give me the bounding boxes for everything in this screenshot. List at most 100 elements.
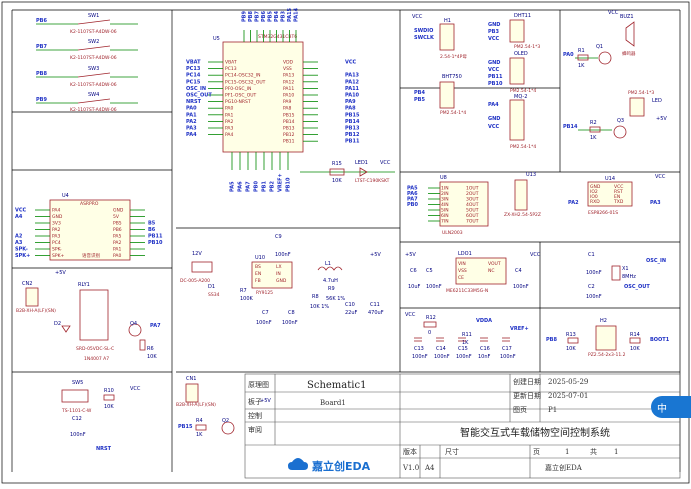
header-mq2[interactable]: MQ-2 PA4 GND VCC PM2.54-1*4 (488, 94, 536, 150)
mcu-net: PA9 (345, 99, 356, 105)
boot-header[interactable]: PB8 R13 10K H2 PZ2.54-2x3-11.2 R14 10K B… (546, 318, 670, 358)
vref-cap-val: 100nF (500, 354, 516, 360)
c10-ref: C10 (345, 302, 355, 308)
bh-part: PM2.54-1*4 (440, 110, 466, 116)
switch-ref: SW3 (88, 66, 99, 72)
xtal-val: 8MHz (622, 274, 636, 280)
asrpro-pin-name: PA4 (52, 208, 61, 214)
buck-name: RY9125 (256, 290, 273, 296)
esp-pin-name: GND (590, 184, 601, 190)
switch-sw3[interactable]: PB8 SW3 K2-1107ST-A4DW-06 (36, 66, 138, 88)
oled-ref: OLED (514, 51, 528, 57)
tb-schematic-value: Schematic1 (307, 380, 366, 391)
ldo-vout: VCC (530, 252, 541, 258)
mq2-net-pa4: PA4 (488, 102, 499, 108)
relay-conn-part: B2B-XH-A(LF)(SN) (16, 308, 56, 314)
mcu-pin-name: PC15-OSC32_OUT (225, 79, 266, 85)
speaker-icon (625, 21, 635, 47)
led-driver-r-ref: R2 (590, 120, 597, 126)
mcu-pin-name: PA10 (283, 93, 294, 99)
mcu-pin-name: PC13 (225, 66, 237, 72)
mcu-net: VBAT (186, 60, 201, 66)
header-dht11[interactable]: DHT11 GND PB3 VCC PM2.54-1*3 (488, 13, 540, 50)
mcu-net: PA4 (186, 132, 197, 138)
oled-net-vcc: VCC (488, 67, 500, 73)
relay-circuit[interactable]: +5V CN2 B2B-XH-A(LF)(SN) RLY1 SRD-05VDC-… (16, 270, 161, 362)
asrpro-module[interactable]: U4 ASRPRO 语音识别 PA4VCCGNDA43V3PA2PA3A2PC4… (15, 193, 163, 261)
header-bh1750[interactable]: BHT750 PB4 PB5 PM2.54-1*4 (414, 74, 466, 116)
mcu-net: OSC_IN (186, 86, 206, 92)
mcu-net: PB8 (248, 11, 254, 22)
mcu-net: PA12 (345, 79, 360, 85)
mcu-pin-name: PC14-OSC32_IN (225, 73, 261, 79)
bh-net-pb5: PB5 (414, 97, 425, 103)
c11-val: 470uF (368, 310, 384, 316)
dht-net-vcc: VCC (488, 36, 500, 42)
mcu-net: VREF+ (278, 173, 284, 192)
led-mod-part: PM2.54-1*3 (628, 90, 654, 96)
asrpro-pin-name: PA2 (113, 240, 122, 246)
r11-ref: R11 (462, 332, 472, 338)
asrpro-name: ASRPRO (80, 201, 99, 207)
asrpro-net: B6 (148, 227, 156, 233)
mcu-pin-name: PA4 (225, 132, 234, 138)
buzzer-vcc: VCC (608, 10, 619, 16)
r14-ref: R14 (630, 332, 640, 338)
asrpro-pin-name: PA5 (113, 234, 122, 240)
section-dividers (11, 9, 681, 472)
tb-page-value: P1 (548, 406, 557, 414)
mcu-pin-name: PA1 (225, 112, 234, 118)
buck-vout: +5V (370, 252, 381, 258)
vref-cap-ref: C15 (458, 346, 468, 352)
mcu-net: PA13 (345, 73, 360, 79)
r14-val: 10K (630, 346, 640, 352)
switch-sw4[interactable]: PB9 SW4 K2-1107ST-A4DW-06 (36, 92, 138, 113)
mcu-net: PA8 (345, 106, 356, 112)
fan-r-ref: R4 (196, 418, 203, 424)
mcu-pin-name: PB12 (283, 132, 295, 138)
uln-conn-ref: U13 (526, 172, 536, 178)
asrpro-net: A2 (15, 234, 23, 240)
mq2-net-gnd: GND (488, 116, 500, 122)
reset-circuit[interactable]: SW5 TS-1101-C-W R10 10K VCC C12 100nF NR… (61, 380, 141, 452)
vref-cap-ref: C17 (502, 346, 512, 352)
tb-total-num: 1 (614, 448, 618, 456)
asrpro-label: 语音识别 (82, 252, 100, 259)
mcu-ref: U5 (213, 36, 220, 42)
crystal-circuit[interactable]: C1 100nF C2 100nF X1 8MHz OSC_IN OSC_OUT (586, 252, 666, 300)
switch-ref: SW2 (88, 39, 99, 45)
boot-net-pb8: PB8 (546, 337, 557, 343)
buck-pin-name: LX (276, 264, 282, 270)
h1-ref: H1 (444, 18, 451, 24)
led1-ref: LED1 (355, 160, 368, 166)
fan-circuit[interactable]: CN1 B2B-XH-A(LF)(SN) +5V PB15 R4 1K Q2 (176, 376, 271, 438)
boot-ref: H2 (600, 318, 607, 324)
mq2-part: PM2.54-1*4 (510, 144, 536, 150)
mcu-net: PA6 (238, 181, 244, 192)
boot1-net: BOOT1 (650, 337, 670, 343)
asrpro-pin-name: PA3 (52, 234, 61, 240)
vref-circuit[interactable]: VCC R12 0 VDDA VREF+ R11 1K C13100nFC141… (405, 312, 529, 360)
floating-input-toggle[interactable]: 中 (651, 396, 691, 418)
header-h1[interactable]: VCC H1 SWDIO SWCLK 2.54-1*4P母 (412, 14, 467, 60)
dht-net-pb3: PB3 (488, 29, 499, 35)
relay-diode-ref: D2 (54, 321, 61, 327)
vref-cap-val: 100nF (434, 354, 450, 360)
r8-ref: R8 (312, 294, 319, 300)
ldo-pin-name: CE (458, 275, 464, 281)
tb-version-value: V1.0 (402, 464, 419, 472)
mcu-pin-name: PB14 (283, 119, 295, 125)
buck-converter[interactable]: 12V DC-005-A200 D1 SS34 U10 RY9125 BSENF… (180, 234, 384, 326)
mcu-u5[interactable]: U5 STM32G431CBT6 VBATVBATPC13PC13PC14-OS… (186, 7, 360, 192)
relay-r-val: 10K (147, 354, 157, 360)
vref-cap-ref: C14 (436, 346, 446, 352)
c2-val: 100nF (586, 294, 602, 300)
switch-sw2[interactable]: PB7 SW2 K2-1107ST-A4DW-06 (36, 39, 138, 61)
switch-sw1[interactable]: PB6 SW1 K2-1107ST-A4DW-06 (36, 13, 138, 35)
header-oled[interactable]: OLED GND VCC PB11 PB10 PM2.54-1*4 (488, 51, 536, 94)
